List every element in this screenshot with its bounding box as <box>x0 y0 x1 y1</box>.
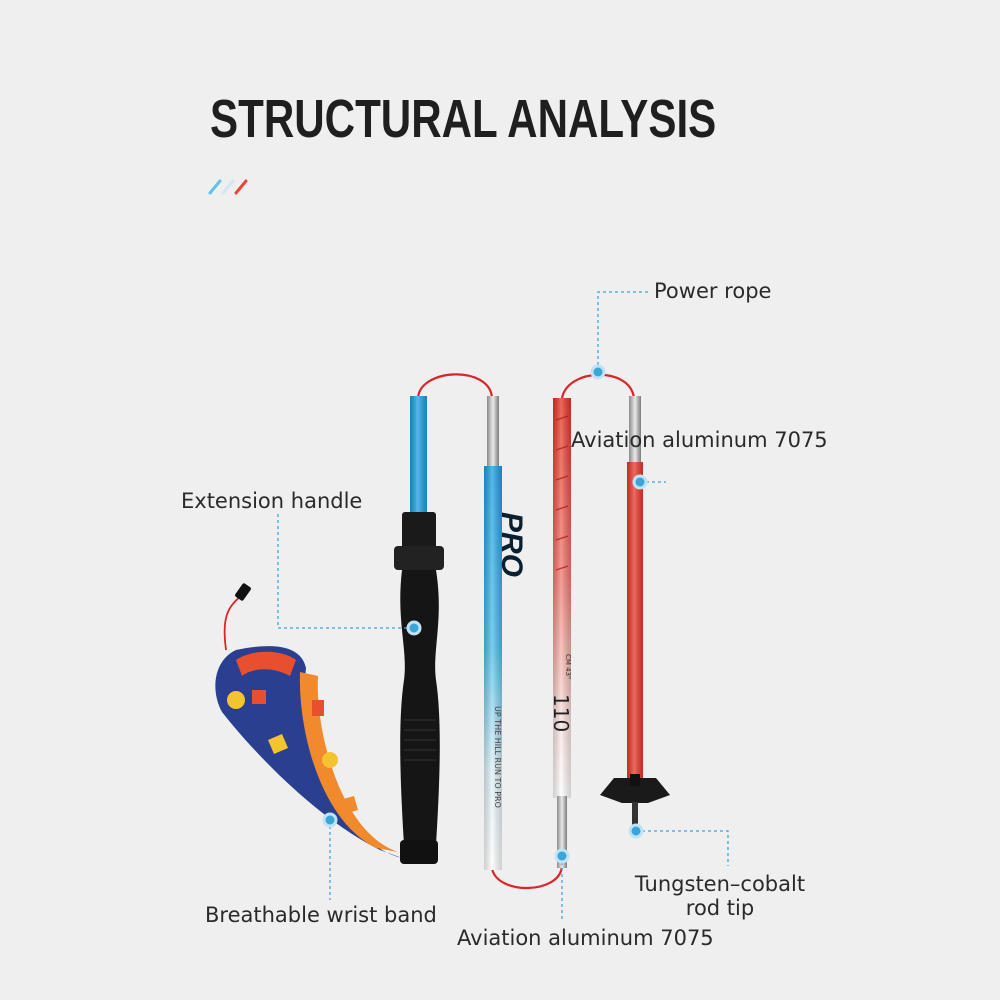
dot-power-rope <box>590 364 606 380</box>
label-extension-handle: Extension handle <box>181 489 363 513</box>
label-rod-tip: Tungsten–cobalt rod tip <box>600 872 840 920</box>
wrist-band <box>215 583 402 858</box>
leader-lines <box>277 291 729 920</box>
label-power-rope: Power rope <box>654 279 772 303</box>
red-middle-section <box>553 398 571 868</box>
anchor-dots <box>322 364 648 864</box>
page-title: STRUCTURAL ANALYSIS <box>210 89 717 149</box>
blue-slogan-text: UP THE HILL RUN TO PRO <box>493 706 502 808</box>
label-aviation-aluminum-bottom: Aviation aluminum 7075 <box>457 926 714 950</box>
blue-brand-text: PRO <box>495 512 528 577</box>
label-wrist-band: Breathable wrist band <box>205 903 437 927</box>
blue-lower-section <box>484 396 502 870</box>
red-lower-section <box>600 396 670 832</box>
extension-handle <box>394 512 444 864</box>
label-rod-tip-line1: Tungsten–cobalt <box>634 872 806 896</box>
dot-aviation-top <box>632 474 648 490</box>
dot-wrist-band <box>322 812 338 828</box>
dot-extension-handle <box>406 620 422 636</box>
decorative-dashes-icon <box>208 179 248 195</box>
blue-upper-tube <box>410 396 427 516</box>
dot-aviation-bottom <box>554 848 570 864</box>
red-size-sub-text: CM 43" <box>564 654 572 679</box>
dot-rod-tip <box>628 823 644 839</box>
label-rod-tip-line2: rod tip <box>685 896 755 920</box>
label-aviation-aluminum-top: Aviation aluminum 7075 <box>571 428 828 452</box>
red-size-text: 110 <box>549 694 573 732</box>
